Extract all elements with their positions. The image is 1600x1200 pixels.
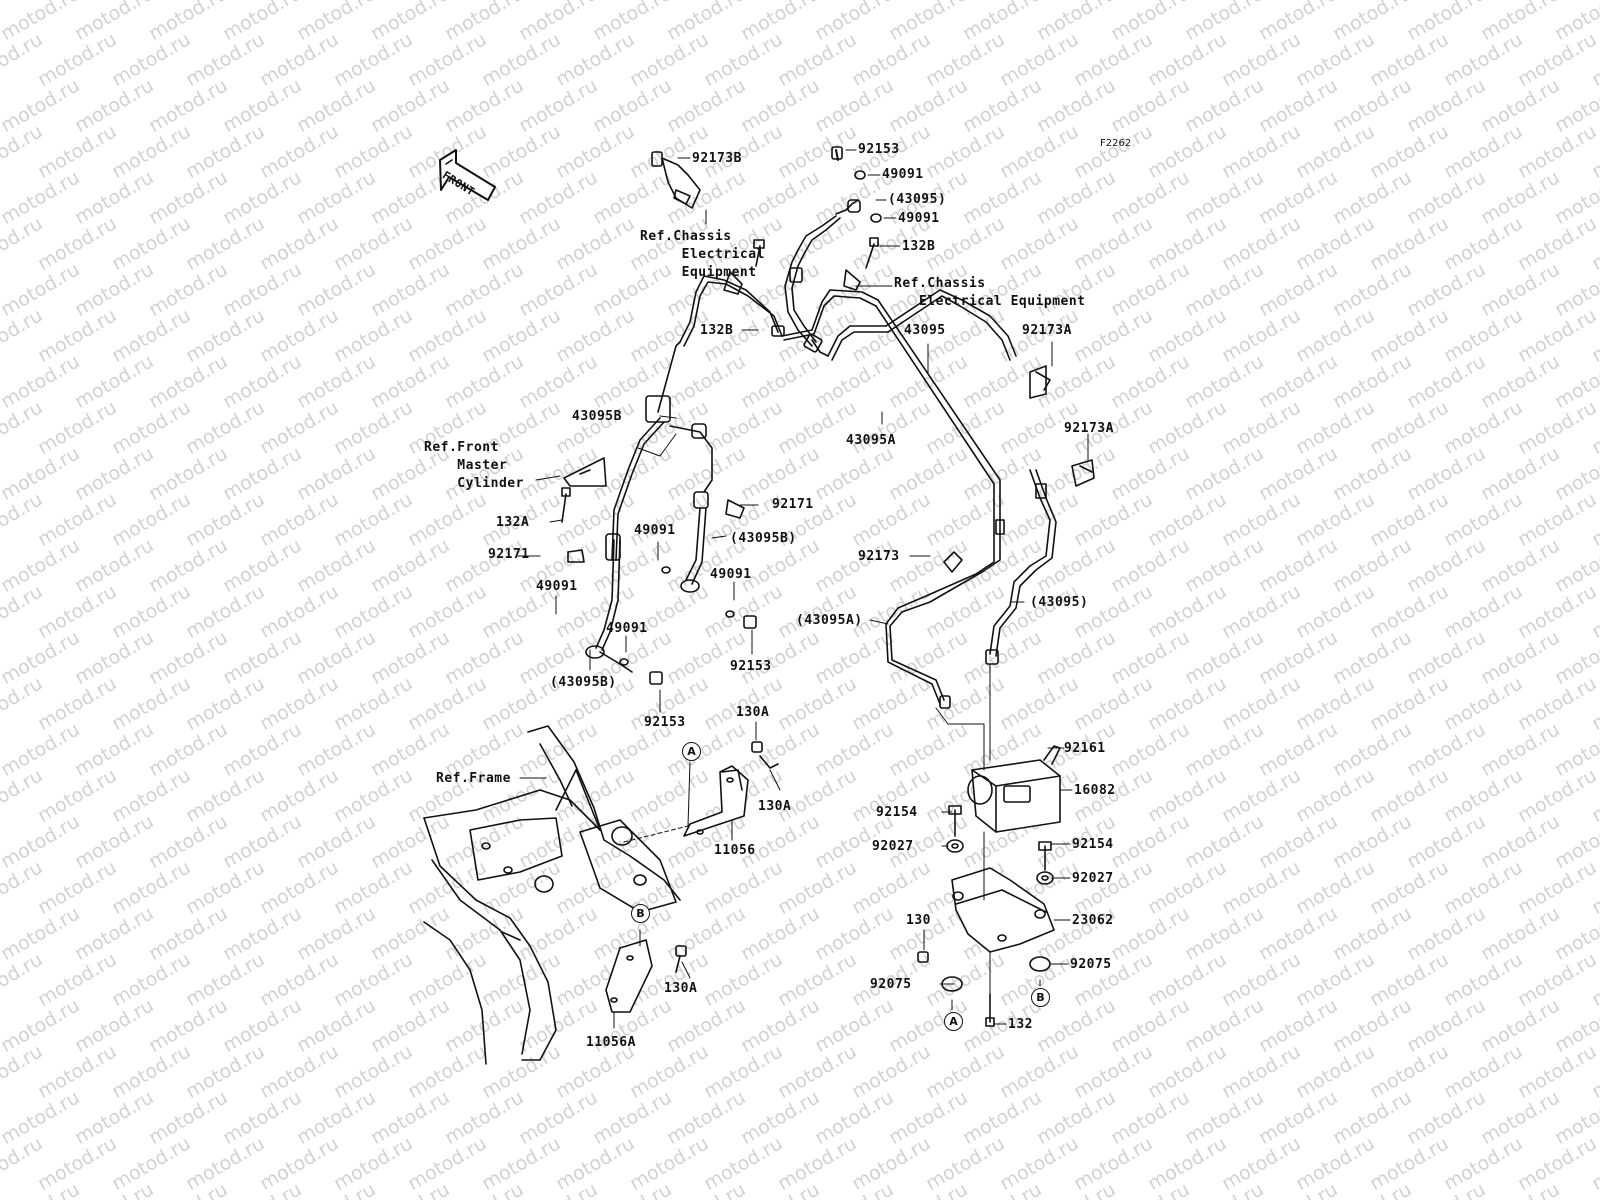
- part-label: 130A: [736, 705, 770, 720]
- part-label: (43095): [1030, 595, 1089, 610]
- hose-middle: [567, 491, 757, 629]
- part-label: 132: [1008, 1017, 1033, 1032]
- part-label: 92027: [1072, 871, 1114, 886]
- part-label: (43095A): [796, 613, 863, 628]
- ref-label: Ref.Chassis Electrical Equipment: [640, 229, 765, 280]
- hose-43095b: [611, 239, 879, 561]
- part-label: 130: [906, 913, 931, 928]
- clamp-92173b: [651, 151, 701, 209]
- part-label: 92153: [858, 142, 900, 157]
- part-label: 92154: [1072, 837, 1114, 852]
- bracket-11056a: [605, 939, 687, 1013]
- front-arrow-icon: [439, 149, 496, 201]
- ref-circle-b-right: B: [1031, 988, 1050, 1007]
- part-label: (43095B): [730, 531, 797, 546]
- part-label: 92027: [872, 839, 914, 854]
- part-label: 23062: [1072, 913, 1114, 928]
- part-label: 92153: [730, 659, 772, 674]
- part-label: 49091: [606, 621, 648, 636]
- ref-circle-a-top: A: [682, 742, 701, 761]
- part-label: 92171: [488, 547, 530, 562]
- part-label: 130A: [758, 799, 792, 814]
- figure-code: F2262: [1100, 138, 1132, 149]
- part-label: 43095B: [572, 409, 622, 424]
- part-label: 92173A: [1064, 421, 1114, 436]
- part-label: 43095A: [846, 433, 896, 448]
- bracket-23062: [951, 867, 1055, 953]
- frame: [423, 725, 681, 1065]
- part-label: 132B: [700, 323, 734, 338]
- part-label: 16082: [1074, 783, 1116, 798]
- part-label: 132B: [902, 239, 936, 254]
- part-label: 132A: [496, 515, 530, 530]
- part-label: 130A: [664, 981, 698, 996]
- part-label: (43095): [888, 192, 947, 207]
- part-label: 49091: [898, 211, 940, 226]
- clamp-92173a-lower: [1071, 459, 1095, 487]
- hose-lower-left: [585, 533, 663, 685]
- part-label: 92173: [858, 549, 900, 564]
- part-label: 43095: [904, 323, 946, 338]
- ref-circle-a-bottom: A: [944, 1012, 963, 1031]
- ref-label: Ref.Frame: [436, 771, 511, 786]
- part-label: 92075: [870, 977, 912, 992]
- clamp-92173a-upper: [1029, 365, 1051, 399]
- part-label: 92153: [644, 715, 686, 730]
- bracket-11056: [683, 741, 779, 837]
- part-label: 11056A: [586, 1035, 636, 1050]
- part-label: 92161: [1064, 741, 1106, 756]
- part-label: 49091: [536, 579, 578, 594]
- ref-label: Ref.Front Master Cylinder: [424, 440, 524, 491]
- leader-lines: [517, 149, 1089, 1029]
- ref-label: Ref.Chassis Electrical Equipment: [894, 276, 1086, 309]
- abs-unit-16082: [967, 745, 1061, 833]
- part-label: 92173A: [1022, 323, 1072, 338]
- hose-43095: [784, 146, 1017, 361]
- part-label: 92154: [876, 805, 918, 820]
- part-label: 92075: [1070, 957, 1112, 972]
- part-label: 49091: [710, 567, 752, 582]
- hose-43095a: [875, 299, 1057, 709]
- part-label: 11056: [714, 843, 756, 858]
- bolt-132b-top: [843, 237, 879, 291]
- bracket-master-cylinder: [561, 457, 607, 523]
- part-label: 49091: [882, 167, 924, 182]
- part-label: 92173B: [692, 151, 742, 166]
- ref-circle-b-left: B: [631, 904, 650, 923]
- part-label: (43095B): [550, 675, 617, 690]
- part-label: 49091: [634, 523, 676, 538]
- part-label: 92171: [772, 497, 814, 512]
